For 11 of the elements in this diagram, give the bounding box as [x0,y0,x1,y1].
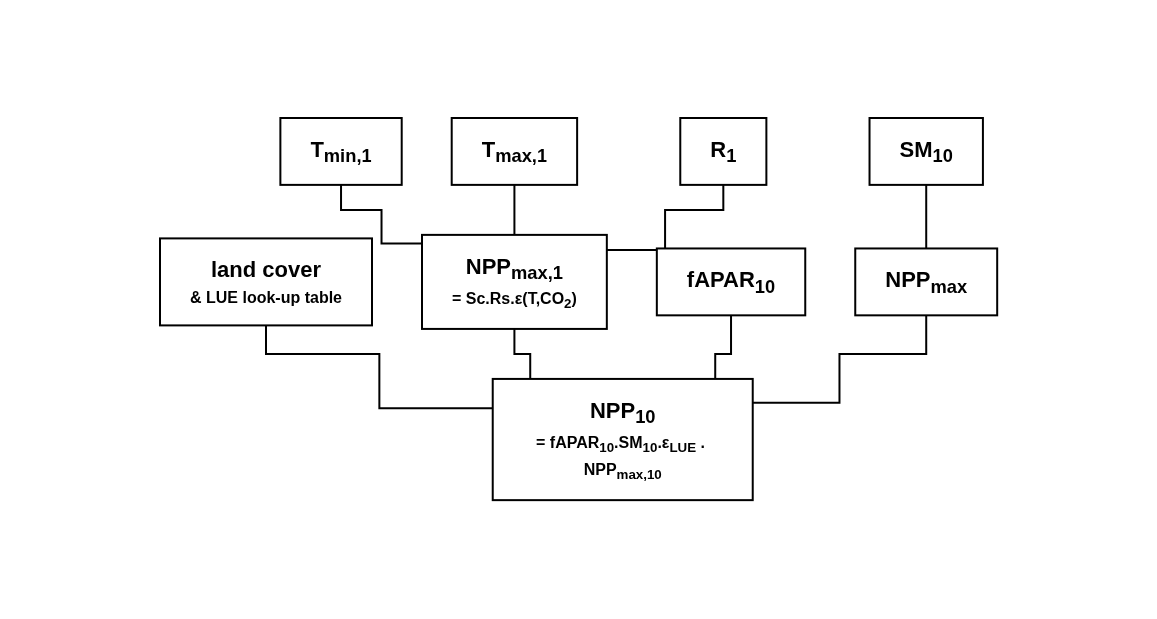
node-box: NPP$_{10}$ = fAPAR$_{10}$.SM$_{10}$.ε$_{LUE}$ . NPP$_{max,10}$ [491,378,754,502]
node-box: NPP$_{max,1}$ = Sc.Rs.ε(T,CO$_{2}$) [420,234,608,331]
node-box: R$_{1}$ [679,117,768,187]
node-box: T$_{max,1}$ [450,117,579,187]
node-box: T$_{min,1}$ [279,117,403,187]
connector [513,184,516,237]
node-box: land cover & LUE look-up table [158,237,373,327]
connector [925,184,928,250]
node-box: fAPAR$_{10}$ [655,247,807,317]
node-box: NPP$_{max}$ [854,247,999,317]
node-box: SM$_{10}$ [868,117,984,187]
